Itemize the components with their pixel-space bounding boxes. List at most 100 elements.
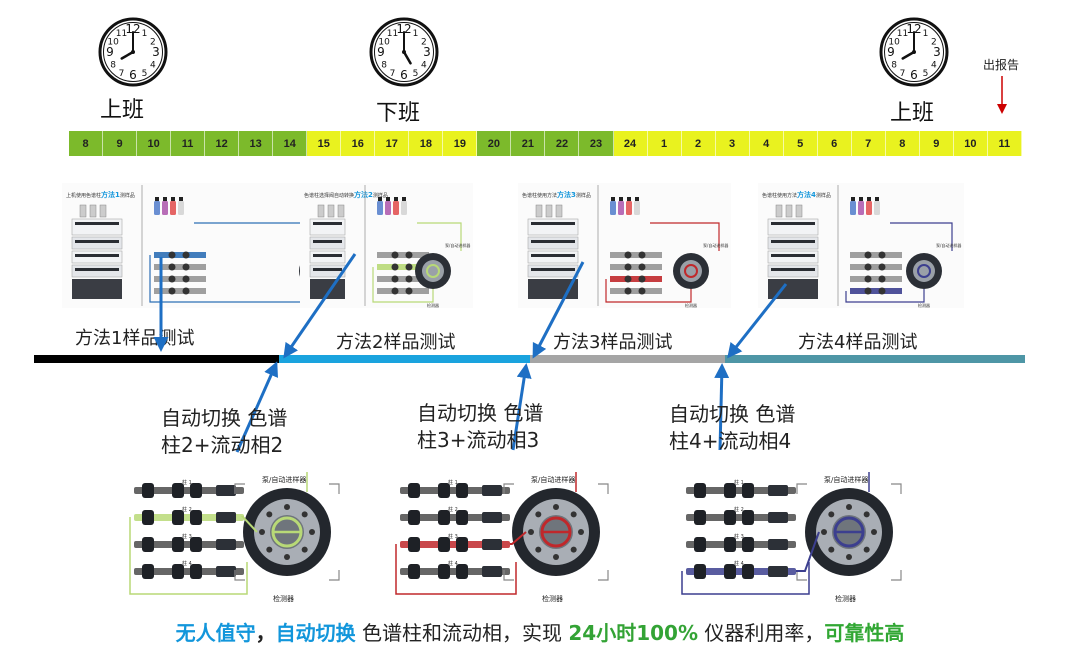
clock-numeral: 6 [910, 68, 918, 82]
hour-cell: 10 [137, 131, 172, 156]
selector-label: 泵/自动进样器 [531, 475, 575, 484]
arrow-switch2-up [235, 361, 278, 453]
arrow-switch4-up [714, 363, 730, 451]
hour-cell: 9 [919, 131, 954, 156]
panel-title: 色谱柱使用方法方法3测样品 [522, 190, 591, 199]
clock-numeral: 10 [378, 38, 390, 48]
hour-cell: 13 [239, 131, 274, 156]
clock-numeral: 2 [931, 38, 937, 48]
method2-label: 方法2样品测试 [336, 332, 456, 353]
switch2-line2: 柱2+流动相2 [161, 433, 284, 457]
panel-detector-label: 检测器 [427, 302, 439, 308]
clock-numeral: 1 [923, 29, 929, 39]
clock-numeral: 2 [150, 38, 156, 48]
clock-numeral: 6 [129, 68, 137, 82]
column-label: 柱 1 [448, 479, 458, 486]
clock-numeral: 3 [152, 45, 160, 59]
switch2-label: 自动切换 色谱 柱2+流动相2 [161, 405, 287, 459]
summary-text-a: 色谱柱和流动相，实现 [355, 621, 569, 645]
panel-title: 上机使用色谱柱方法1测样品 [66, 190, 135, 199]
clock-label-end: 下班 [376, 101, 421, 126]
panel-selector-label: 泵/自动进样器 [445, 242, 470, 248]
hour-cell: 16 [341, 131, 376, 156]
hour-cell: 20 [477, 131, 512, 156]
selector-label: 泵/自动进样器 [824, 475, 868, 484]
detector-label: 检测器 [835, 594, 856, 602]
hour-cell: 6 [817, 131, 852, 156]
phase-bar-method2 [279, 355, 530, 363]
clock-numeral: 9 [106, 45, 114, 59]
summary-comma: ， [255, 621, 276, 645]
hour-cell: 15 [307, 131, 342, 156]
summary-unattended: 无人值守 [175, 621, 256, 645]
clock-numeral: 2 [421, 38, 427, 48]
clock-numeral: 9 [377, 45, 385, 59]
hour-cell: 22 [545, 131, 580, 156]
column-label: 柱 3 [734, 533, 744, 540]
clock-numeral: 7 [390, 69, 396, 79]
clock-numeral: 3 [423, 45, 431, 59]
clock-numeral: 1 [142, 29, 148, 39]
detector-label: 检测器 [542, 594, 563, 602]
phase-bar-method1 [34, 355, 279, 363]
hour-cell: 24 [613, 131, 648, 156]
phase-bar-method4 [725, 355, 1025, 363]
detector-label: 检测器 [273, 594, 294, 602]
hour-cell: 11 [171, 131, 206, 156]
clock-numeral: 3 [933, 45, 941, 59]
column-label: 柱 2 [448, 506, 458, 513]
clock-numeral: 7 [119, 69, 125, 79]
column-label: 柱 2 [182, 506, 192, 513]
summary-24h: 24小时100% [568, 621, 698, 645]
phase-bar-method3 [530, 355, 725, 363]
hour-cell: 5 [783, 131, 818, 156]
clock-numeral: 10 [888, 38, 900, 48]
clock-hour-hand [120, 50, 135, 60]
hour-cell: 11 [987, 131, 1022, 156]
column-label: 柱 4 [448, 560, 458, 567]
selector-label: 泵/自动进样器 [262, 475, 306, 484]
hour-cell: 14 [273, 131, 308, 156]
clock-numeral: 8 [381, 61, 387, 71]
clock-numeral: 9 [887, 45, 895, 59]
clock-numeral: 12 [396, 22, 411, 36]
switch4-line1: 自动切换 色谱 [669, 402, 796, 426]
summary-auto-switch: 自动切换 [275, 621, 356, 645]
panel-title: 色谱柱使用方法方法4测样品 [762, 190, 831, 199]
method4-label: 方法4样品测试 [798, 332, 918, 353]
hour-cell: 12 [205, 131, 240, 156]
panel-detector-label: 检测器 [918, 302, 930, 308]
summary-reliable: 可靠性高 [824, 621, 905, 645]
column-label: 柱 1 [182, 479, 192, 486]
clock-hour-hand [402, 50, 412, 65]
switch3-line2: 柱3+流动相3 [417, 428, 540, 452]
column-label: 柱 4 [182, 560, 192, 567]
arrow-switch3-up [511, 363, 532, 451]
clock-numeral: 7 [900, 69, 906, 79]
hour-cell: 23 [579, 131, 614, 156]
report-label: 出报告 [983, 58, 1020, 72]
hour-cell: 19 [443, 131, 478, 156]
clock-numeral: 11 [387, 29, 398, 39]
column-label: 柱 3 [182, 533, 192, 540]
arrow-panel2-to-bar [283, 253, 357, 359]
panel-title: 色谱柱选择阀自动转换方法2测样品 [304, 190, 388, 199]
valve-diagram-2: 泵/自动进样器 柱 1 柱 2 柱 3 柱 4 检测器 [129, 472, 340, 602]
clock-numeral: 6 [400, 68, 408, 82]
hour-cell: 8 [69, 131, 104, 156]
clock-numeral: 4 [150, 61, 156, 71]
clock-numeral: 5 [923, 69, 929, 79]
hour-cell: 1 [647, 131, 682, 156]
method3-label: 方法3样品测试 [553, 332, 673, 353]
hour-cell: 9 [103, 131, 138, 156]
summary-line: 无人值守，自动切换 色谱柱和流动相，实现 24小时100% 仪器利用率，可靠性高 [0, 617, 1080, 646]
switch3-label: 自动切换 色谱 柱3+流动相3 [417, 400, 543, 454]
clock-numeral: 10 [107, 38, 119, 48]
panel-selector-label: 泵/自动进样器 [936, 242, 961, 248]
hour-cell: 21 [511, 131, 546, 156]
